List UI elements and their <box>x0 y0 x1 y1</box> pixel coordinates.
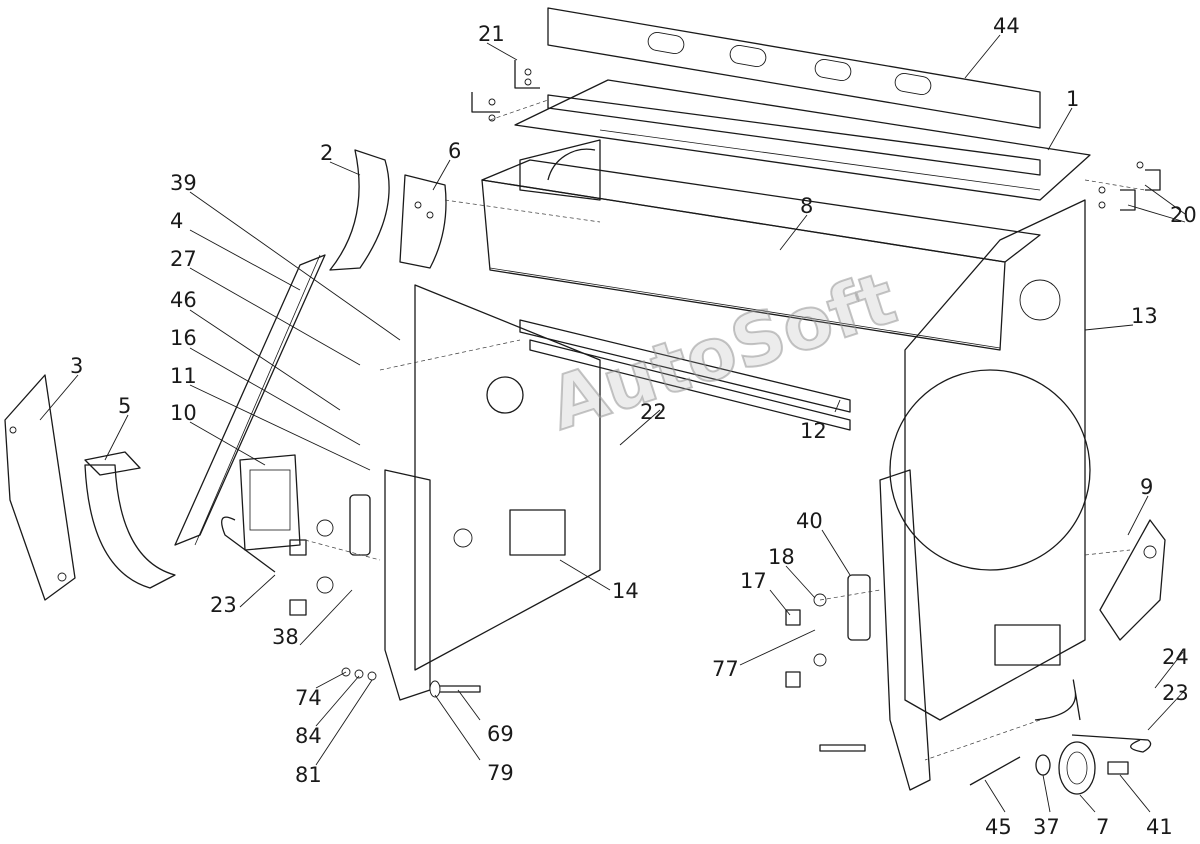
callout-5: 5 <box>118 394 131 418</box>
callout-21: 21 <box>478 22 505 46</box>
part-37-bushing <box>1035 754 1051 776</box>
callout-22: 22 <box>640 400 667 424</box>
callout-79: 79 <box>487 761 514 785</box>
part-41-bolt <box>1107 761 1129 775</box>
callout-44: 44 <box>993 14 1020 38</box>
callout-7: 7 <box>1096 815 1109 839</box>
part-20-bracket <box>1098 161 1161 211</box>
part-1-top-frame <box>514 79 1091 201</box>
part-24-spring-right <box>1034 679 1081 721</box>
part-7-pulley <box>1058 741 1096 795</box>
callout-38: 38 <box>272 625 299 649</box>
callout-13: 13 <box>1131 304 1158 328</box>
callout-11: 11 <box>170 364 197 388</box>
callout-17: 17 <box>740 569 767 593</box>
part-21-bracket <box>471 60 540 122</box>
part-5-curved-plate <box>84 451 176 589</box>
callout-84: 84 <box>295 724 322 748</box>
part-2-curved-shield <box>329 149 390 271</box>
lower-hardware <box>341 667 866 752</box>
callout-23-left: 23 <box>210 593 237 617</box>
assembly-lines <box>304 99 1146 761</box>
part-44-top-slotted-plate <box>547 7 1041 129</box>
part-9-cam-plate <box>1099 519 1166 641</box>
part-8-beam <box>481 159 1041 351</box>
part-10-panel <box>239 454 301 551</box>
callout-20: 20 <box>1170 203 1197 227</box>
callout-37: 37 <box>1033 815 1060 839</box>
part-45-tie-rod <box>969 756 1021 786</box>
callout-9: 9 <box>1140 475 1153 499</box>
part-3-left-bracket <box>4 374 76 601</box>
part-23-spring-right <box>1071 734 1152 753</box>
callout-leaders <box>39 34 1186 813</box>
callout-labels: 44 21 1 2 6 20 39 8 4 27 13 46 16 11 22 … <box>70 14 1197 839</box>
part-23-spring-left <box>221 516 276 573</box>
callout-69: 69 <box>487 722 514 746</box>
callout-23-right: 23 <box>1162 681 1189 705</box>
callout-46: 46 <box>170 288 197 312</box>
callout-8: 8 <box>800 194 813 218</box>
callout-39: 39 <box>170 171 197 195</box>
part-13-right-panel <box>889 199 1091 721</box>
callout-77: 77 <box>712 657 739 681</box>
callout-2: 2 <box>320 141 333 165</box>
callout-10: 10 <box>170 401 197 425</box>
part-39-rod <box>174 254 326 546</box>
left-support-bracket <box>289 469 431 701</box>
upper-mount <box>519 139 601 201</box>
part-14-center-plate <box>414 284 601 671</box>
callout-4: 4 <box>170 209 183 233</box>
callout-16: 16 <box>170 326 197 350</box>
callout-24: 24 <box>1162 645 1189 669</box>
callout-40: 40 <box>796 509 823 533</box>
callout-12: 12 <box>800 419 827 443</box>
callout-41: 41 <box>1146 815 1173 839</box>
callout-81: 81 <box>295 763 322 787</box>
callout-1: 1 <box>1066 87 1079 111</box>
callout-6: 6 <box>448 139 461 163</box>
part-6-plate <box>399 174 447 269</box>
callout-45: 45 <box>985 815 1012 839</box>
callout-14: 14 <box>612 579 639 603</box>
callout-3: 3 <box>70 354 83 378</box>
callout-18: 18 <box>768 545 795 569</box>
callout-27: 27 <box>170 247 197 271</box>
callout-74: 74 <box>295 686 322 710</box>
